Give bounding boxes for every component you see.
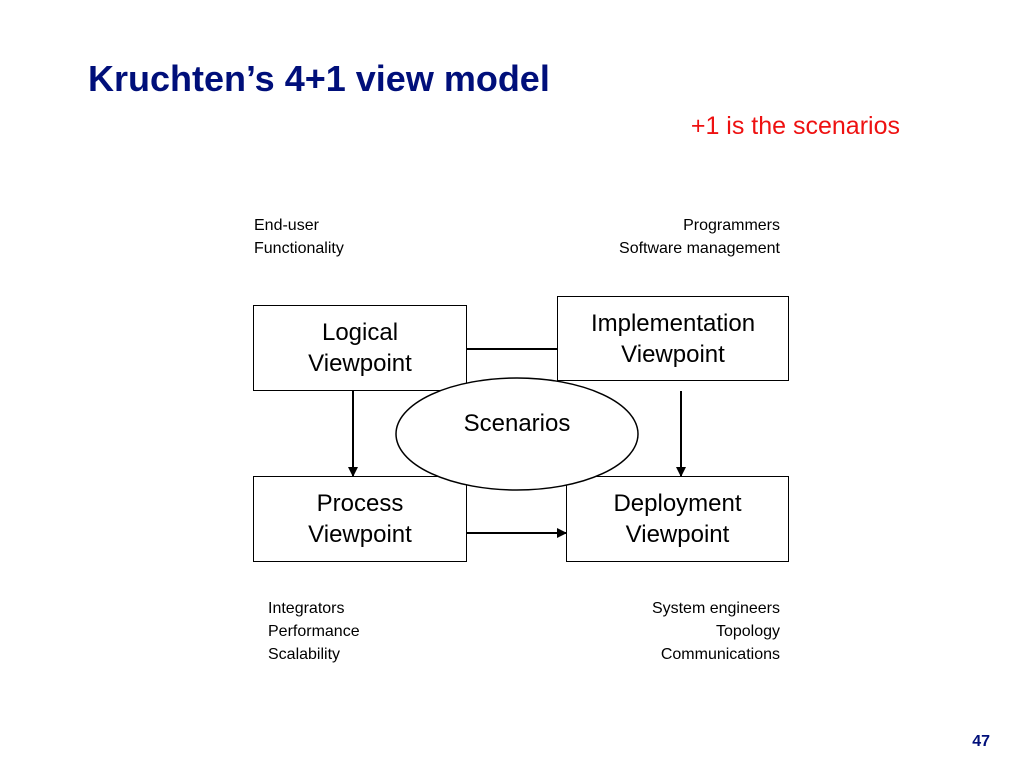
box-label-line: Viewpoint xyxy=(308,521,412,548)
implementation-viewpoint-box: Implementation Viewpoint xyxy=(557,296,789,381)
process-stakeholder-note: Integrators Performance Scalability xyxy=(268,597,360,666)
note-line: End-user xyxy=(254,217,319,234)
note-line: Performance xyxy=(268,623,360,640)
implementation-stakeholder-note: Programmers Software management xyxy=(560,214,780,260)
logical-stakeholder-note: End-user Functionality xyxy=(254,214,344,260)
note-line: Topology xyxy=(715,623,780,640)
deployment-stakeholder-note: System engineers Topology Communications xyxy=(560,597,780,666)
slide-title: Kruchten’s 4+1 view model xyxy=(88,58,550,99)
box-label-line: Viewpoint xyxy=(621,340,725,368)
note-line: Communications xyxy=(660,646,780,663)
box-label-line: Viewpoint xyxy=(308,350,412,377)
scenarios-label: Scenarios xyxy=(463,410,571,437)
logical-viewpoint-box: Logical Viewpoint xyxy=(253,305,467,391)
page-number: 47 xyxy=(972,733,990,750)
note-line: Programmers xyxy=(683,217,780,234)
note-line: Software management xyxy=(619,240,780,257)
scenarios-ellipse xyxy=(395,377,639,491)
box-label-line: Deployment xyxy=(613,490,742,517)
box-label-line: Logical xyxy=(321,319,399,346)
deployment-viewpoint-box: Deployment Viewpoint xyxy=(566,476,789,562)
note-line: Scalability xyxy=(268,646,341,663)
slide-subtitle: +1 is the scenarios xyxy=(690,112,900,140)
box-label-line: Process xyxy=(316,490,404,517)
note-line: Functionality xyxy=(254,240,344,257)
box-label-line: Viewpoint xyxy=(625,521,730,548)
note-line: System engineers xyxy=(651,600,780,617)
box-label-line: Implementation xyxy=(590,309,756,337)
note-line: Integrators xyxy=(268,600,345,617)
process-viewpoint-box: Process Viewpoint xyxy=(253,476,467,562)
